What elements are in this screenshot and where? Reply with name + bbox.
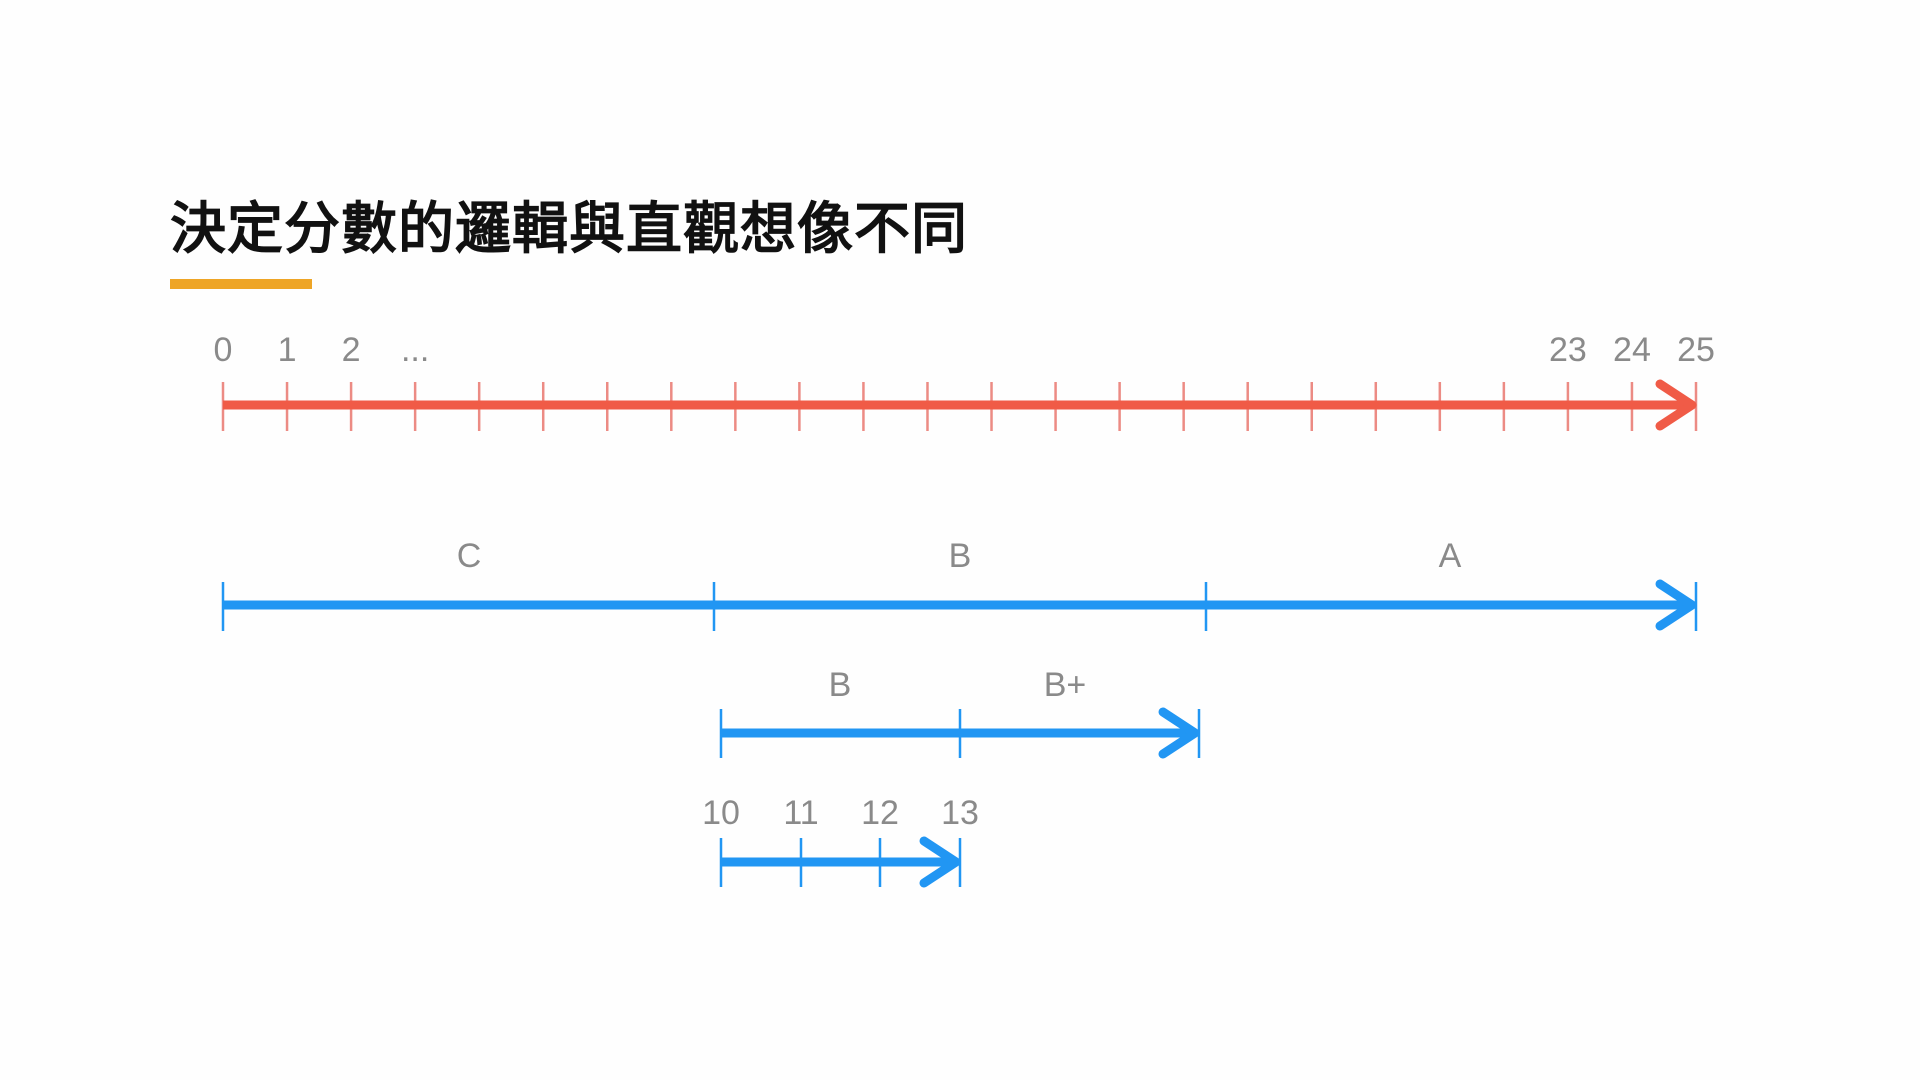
grade-label: A xyxy=(1439,537,1462,575)
score-tick-label: 25 xyxy=(1677,331,1715,369)
fine-tick-label: 12 xyxy=(861,794,899,832)
page-title: 決定分數的邏輯與直觀想像不同 xyxy=(170,197,968,262)
arrow-head-icon xyxy=(1655,579,1697,631)
sub-grade-label: B xyxy=(829,666,852,704)
score-tick-label: 2 xyxy=(342,331,361,369)
arrow-head-icon xyxy=(1158,707,1200,759)
score-tick-label: ... xyxy=(401,331,429,369)
grade-label: B xyxy=(949,537,972,575)
title-underline xyxy=(170,279,312,289)
score-tick-label: 23 xyxy=(1549,331,1587,369)
sub-grade-label: B+ xyxy=(1044,666,1087,704)
arrow-head-icon xyxy=(919,836,961,888)
score-tick-label: 24 xyxy=(1613,331,1651,369)
fine-tick-label: 10 xyxy=(702,794,740,832)
fine-tick-label: 11 xyxy=(783,794,818,832)
score-tick-label: 1 xyxy=(278,331,297,369)
arrow-head-icon xyxy=(1655,379,1697,431)
fine-tick-label: 13 xyxy=(941,794,979,832)
grade-label: C xyxy=(457,537,482,575)
score-tick-label: 0 xyxy=(214,331,233,369)
